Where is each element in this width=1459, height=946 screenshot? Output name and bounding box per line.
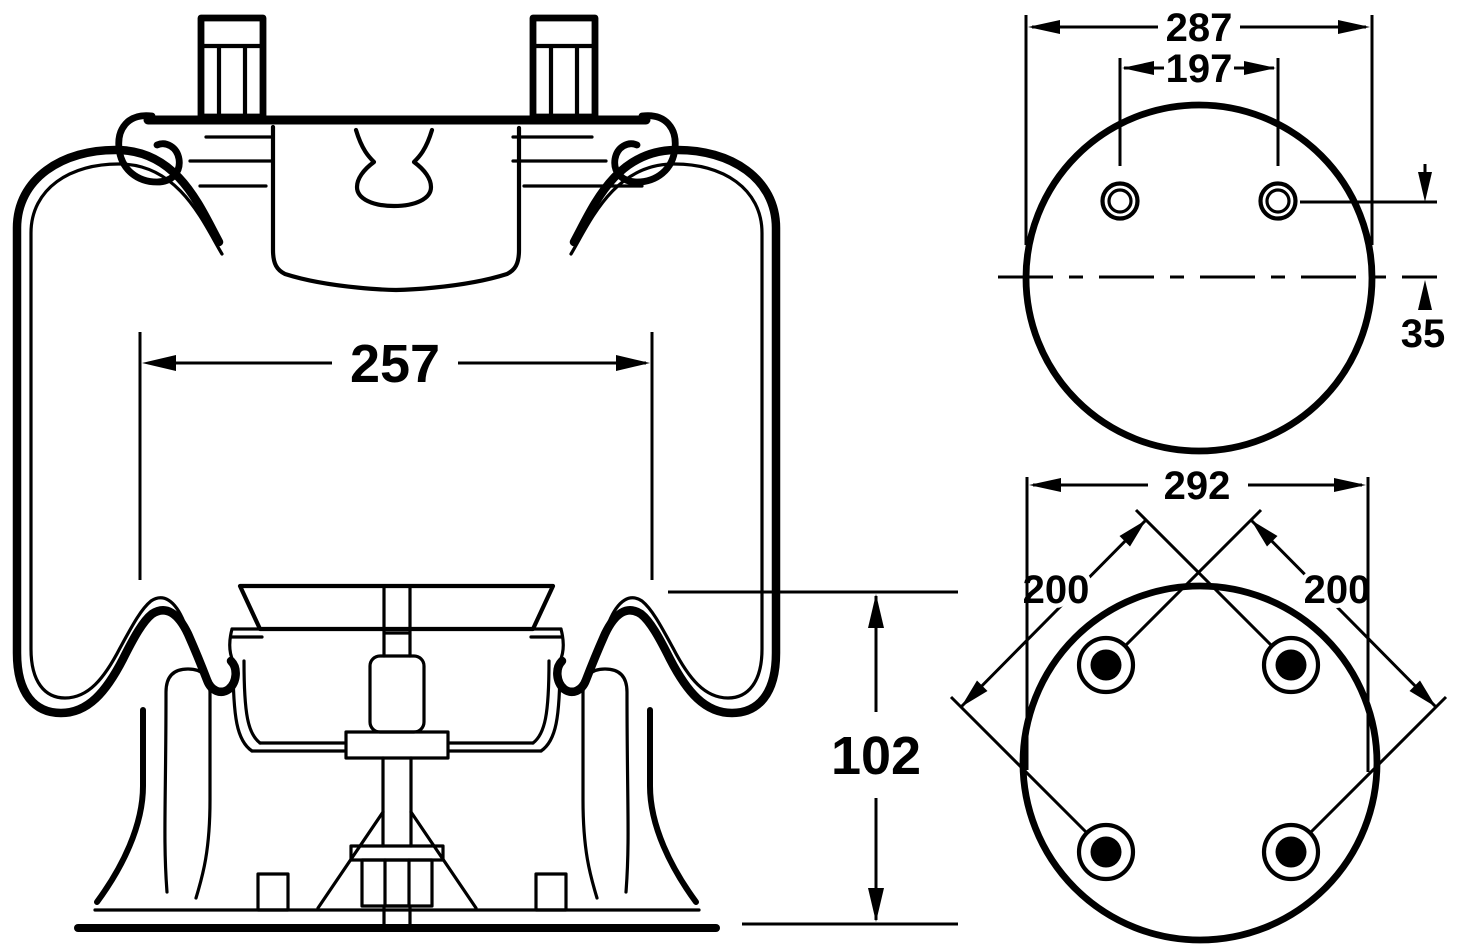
- base-foot-right: [534, 872, 568, 912]
- piston-skirt-right: [647, 707, 699, 905]
- piston-circle: [1019, 582, 1381, 944]
- piston-skirt-left: [94, 707, 146, 905]
- dimension-bolt-diagonal-left: 200: [959, 518, 1148, 709]
- bellows-outer-right: [553, 145, 781, 718]
- bolt-hole-top-right: [1261, 635, 1321, 695]
- arrow-down-icon: [868, 888, 884, 922]
- dim-label-35: 35: [1401, 312, 1446, 356]
- bumper-keyhole: [353, 127, 435, 209]
- stud-hole-left: [1100, 181, 1140, 221]
- dimension-stud-spacing: 197: [1118, 43, 1280, 166]
- bolt-hole-bottom-left: [1076, 822, 1136, 882]
- dim-label-102: 102: [831, 726, 921, 786]
- plate-underside-lines: [188, 135, 644, 188]
- bolt-extension-lines: [949, 508, 1448, 854]
- dimension-piston-diameter: 292: [1025, 460, 1370, 772]
- dim-label-257: 257: [350, 334, 440, 394]
- piston-bowl-floor: [250, 741, 543, 753]
- arrow-left-icon: [1028, 20, 1060, 34]
- dim-label-200-left: 200: [1023, 568, 1090, 612]
- arrow-right-icon: [1244, 61, 1276, 75]
- bellows-inner-right: [569, 162, 764, 700]
- piston-web-right: [581, 667, 630, 900]
- plate-right-curl: [611, 112, 679, 186]
- mounting-stud-right: [529, 14, 599, 121]
- piston-web-left: [163, 667, 212, 900]
- dimension-bellows-width: 257: [138, 330, 654, 580]
- mounting-stud-left: [197, 14, 267, 121]
- bolt-hole-bottom-right: [1261, 822, 1321, 882]
- arrow-left-icon: [1029, 478, 1061, 492]
- arrow-down-icon: [1418, 172, 1432, 202]
- piston-bowl-walls: [231, 659, 562, 753]
- top-plate-view: 287 197 35: [998, 2, 1450, 455]
- dim-label-200-right: 200: [1304, 568, 1371, 612]
- stud-hole-right: [1258, 181, 1298, 221]
- dim-label-197: 197: [1166, 47, 1233, 91]
- arrow-nw-icon: [1251, 520, 1278, 547]
- arrow-right-icon: [1334, 478, 1366, 492]
- arrow-up-icon: [1418, 280, 1432, 310]
- side-section-view: 257 102: [12, 14, 958, 932]
- arrow-left-icon: [1122, 61, 1154, 75]
- arrow-se-icon: [1409, 680, 1436, 707]
- arrow-up-icon: [868, 594, 884, 628]
- bellows-inner-left: [29, 162, 224, 700]
- dimension-piston-height: 102: [668, 590, 958, 926]
- bumper: [270, 124, 522, 293]
- dim-label-292: 292: [1164, 464, 1231, 508]
- arrow-right-icon: [1338, 20, 1370, 34]
- piston-cap: [237, 583, 556, 632]
- piston: [74, 583, 720, 932]
- arrow-ne-icon: [1119, 520, 1146, 547]
- bead-plate: [115, 112, 679, 188]
- plate-left-curl: [115, 112, 183, 186]
- bolt-hole-top-left: [1076, 635, 1136, 695]
- arrow-right-icon: [616, 355, 650, 371]
- base-foot-left: [256, 872, 290, 912]
- dimension-plate-diameter: 287: [1024, 2, 1374, 245]
- arrow-left-icon: [142, 355, 176, 371]
- piston-ledges: [228, 627, 565, 663]
- bellows-outer-left: [12, 145, 240, 718]
- bottom-piston-view: 200 200: [949, 460, 1448, 944]
- center-bolt: [344, 584, 450, 928]
- arrow-sw-icon: [961, 680, 988, 707]
- dimension-bolt-diagonal-right: 200: [1249, 518, 1438, 709]
- dimension-stud-offset: 35: [1300, 164, 1450, 361]
- dim-label-287: 287: [1166, 6, 1233, 50]
